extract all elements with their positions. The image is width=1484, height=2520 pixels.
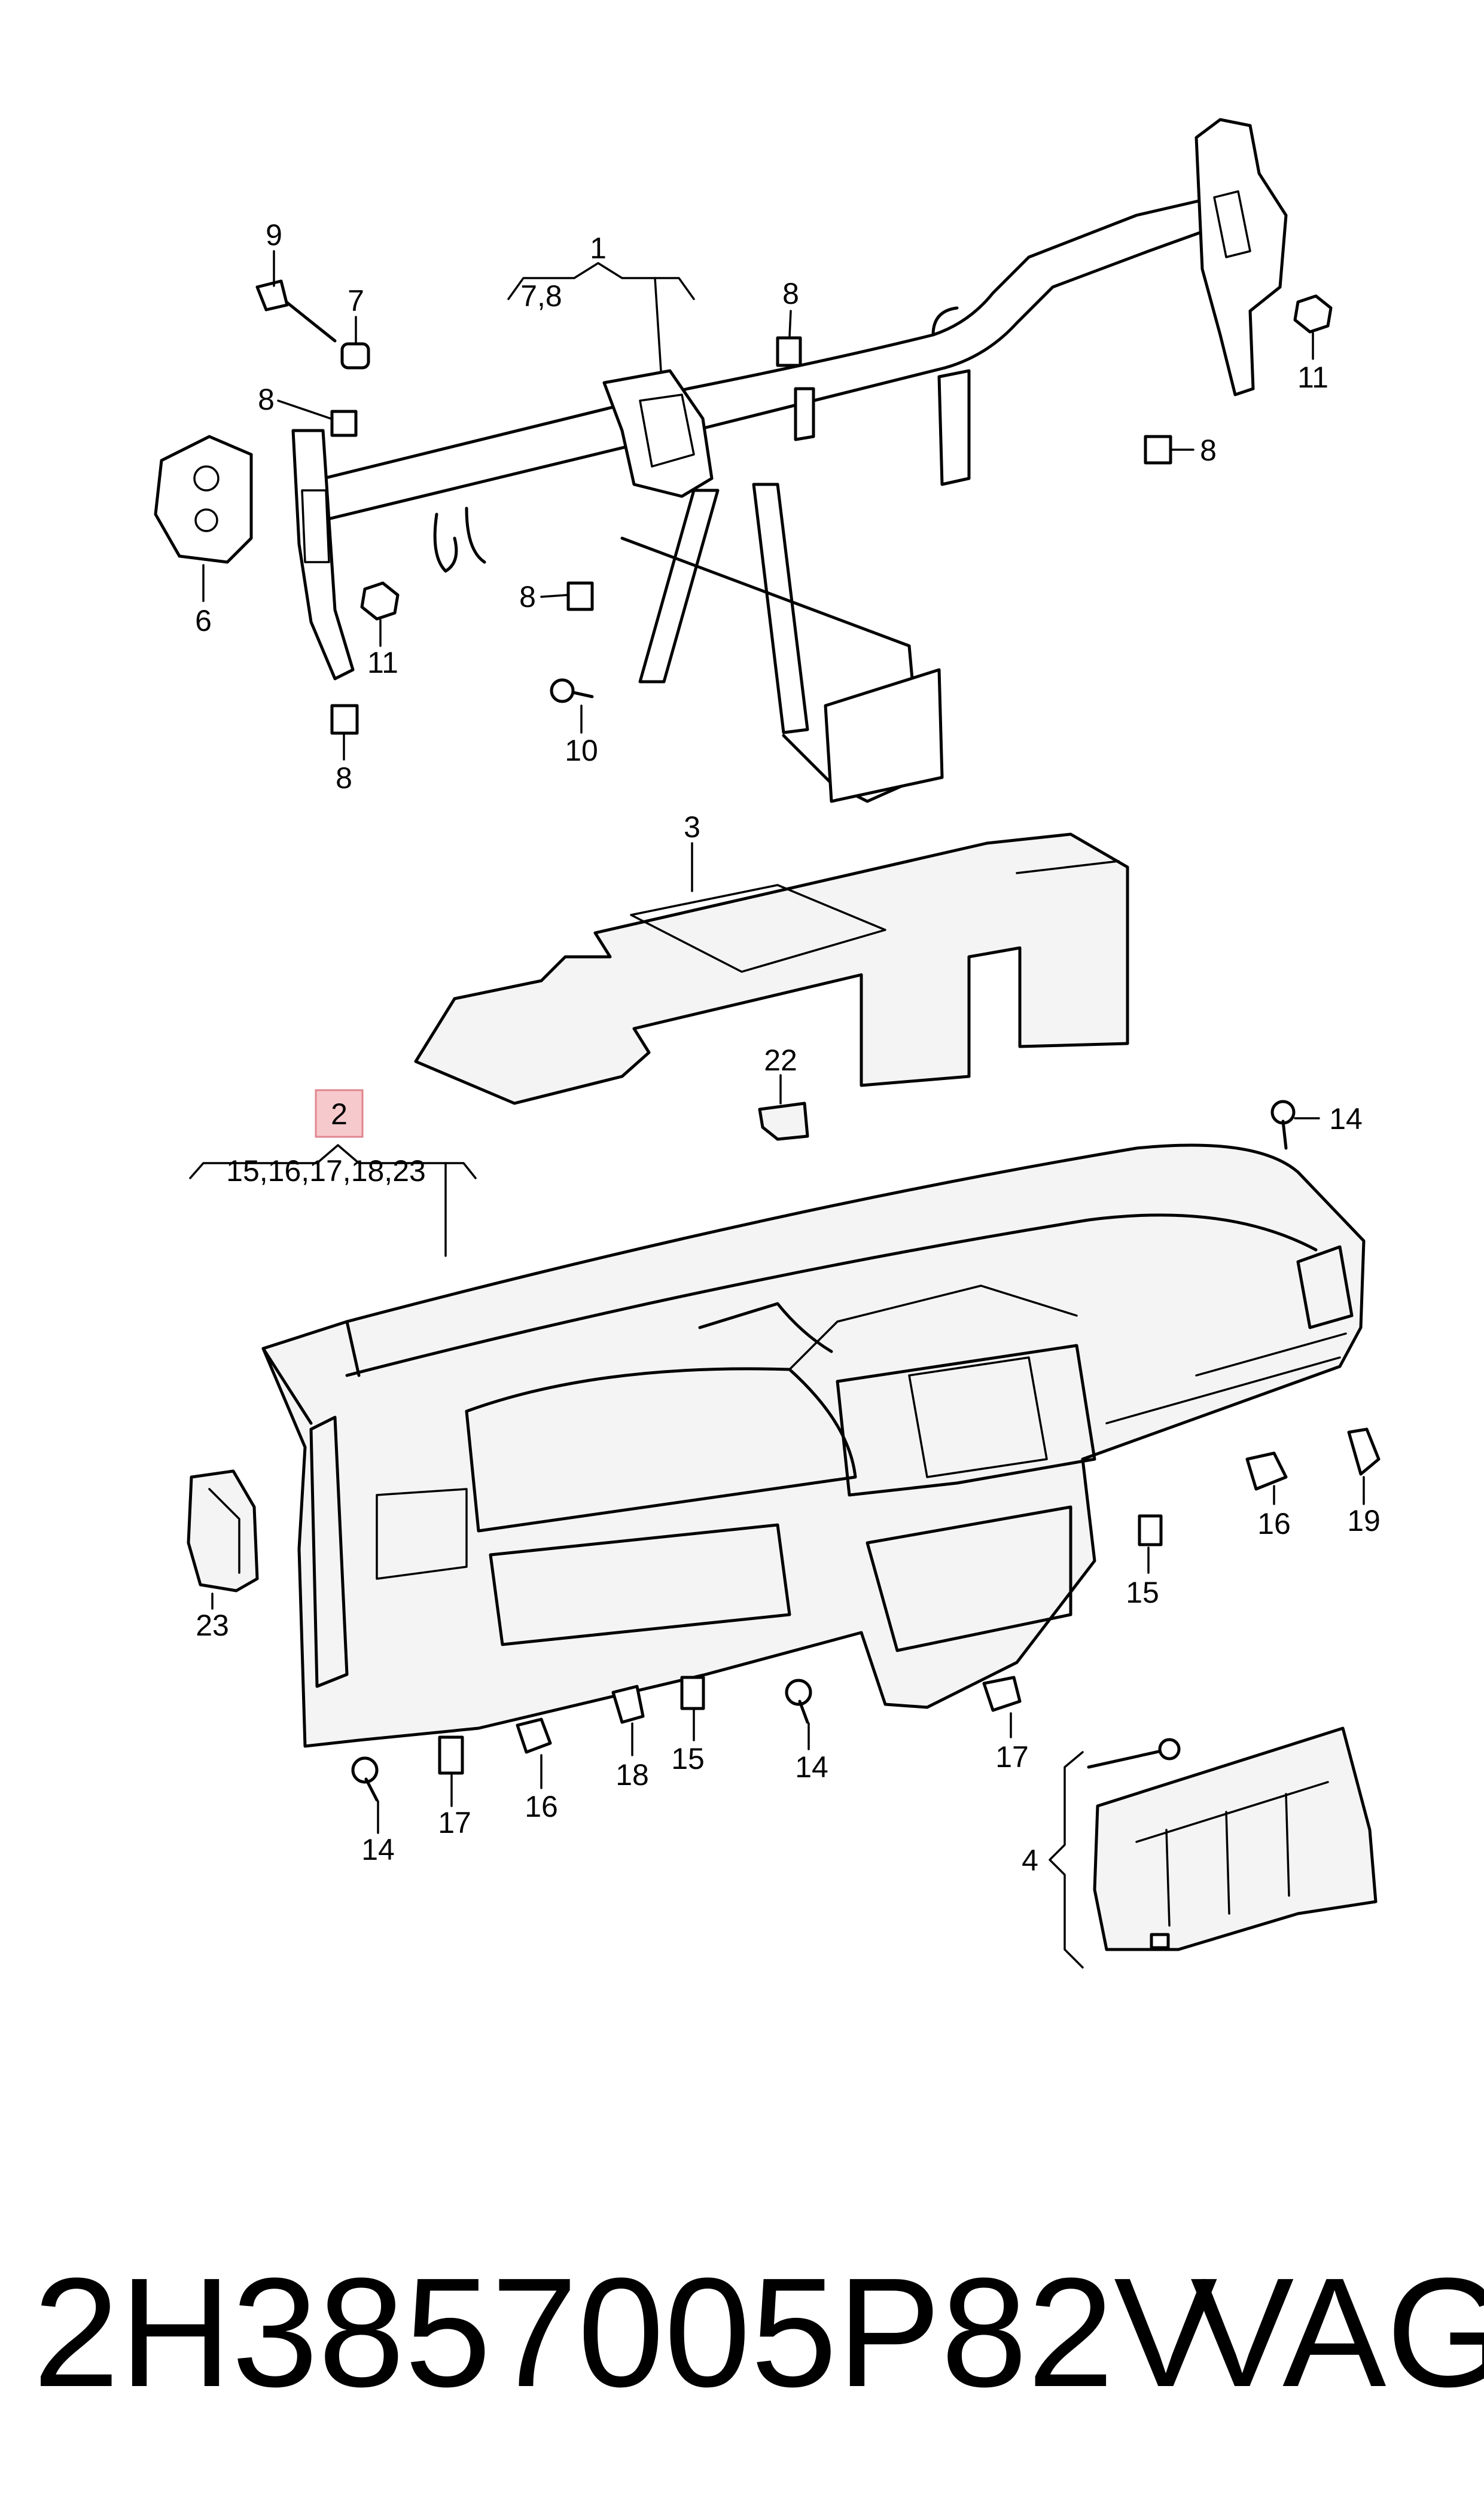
callout-7: 7	[348, 284, 364, 318]
callout-19: 19	[1347, 1504, 1381, 1537]
part-2-highlight	[315, 1089, 364, 1138]
callout-14-left: 14	[361, 1833, 395, 1866]
callout-8-top: 8	[782, 277, 799, 310]
insulation-panel-drawing	[414, 832, 1129, 1105]
dashboard-drawing	[261, 1143, 1366, 1748]
callout-4: 4	[1022, 1844, 1038, 1877]
callout-8-mid: 8	[519, 580, 536, 614]
callout-14-center: 14	[795, 1750, 828, 1784]
callout-18: 18	[615, 1758, 649, 1792]
brand-text: VAG	[1190, 2246, 1484, 2420]
callout-2: 2	[331, 1097, 348, 1131]
callout-17-right: 17	[995, 1740, 1029, 1774]
callout-17-left: 17	[438, 1806, 471, 1839]
callout-8-left: 8	[258, 383, 275, 416]
fasteners-top	[154, 279, 1333, 735]
callout-22: 22	[764, 1044, 797, 1077]
leader-lines	[189, 250, 1365, 1969]
part-23-drawing	[187, 1469, 259, 1592]
callout-9: 9	[266, 218, 282, 252]
callout-2-sub: 15,16,17,18,23	[226, 1154, 426, 1188]
callout-6: 6	[195, 604, 212, 637]
part-22-drawing	[758, 1102, 809, 1141]
callout-11-right: 11	[1297, 361, 1328, 394]
cross-member-drawing	[291, 118, 1288, 803]
callout-15-right: 15	[1126, 1576, 1159, 1609]
callout-23: 23	[196, 1609, 229, 1642]
callout-10: 10	[565, 734, 598, 767]
callout-1-sub: 7,8	[520, 279, 562, 313]
callout-1: 1	[590, 231, 607, 265]
callout-labels: 1 7,8 9 7 8 8 11 8 6 11 8 10 8 3 22 14 2…	[195, 218, 1381, 1877]
fasteners-bottom	[351, 1100, 1381, 1802]
part-number-text: 2H3857005P82V	[33, 2246, 1218, 2420]
callout-8-right: 8	[1200, 434, 1217, 467]
callout-14-top: 14	[1329, 1102, 1363, 1136]
callout-15-left: 15	[671, 1742, 705, 1775]
glovebox-drawing	[1087, 1726, 1378, 1951]
callout-16-left: 16	[525, 1790, 558, 1823]
callout-8-bottom: 8	[336, 761, 352, 795]
callout-16-right: 16	[1257, 1507, 1291, 1540]
callout-11-left: 11	[367, 646, 398, 679]
callout-3: 3	[684, 810, 700, 844]
